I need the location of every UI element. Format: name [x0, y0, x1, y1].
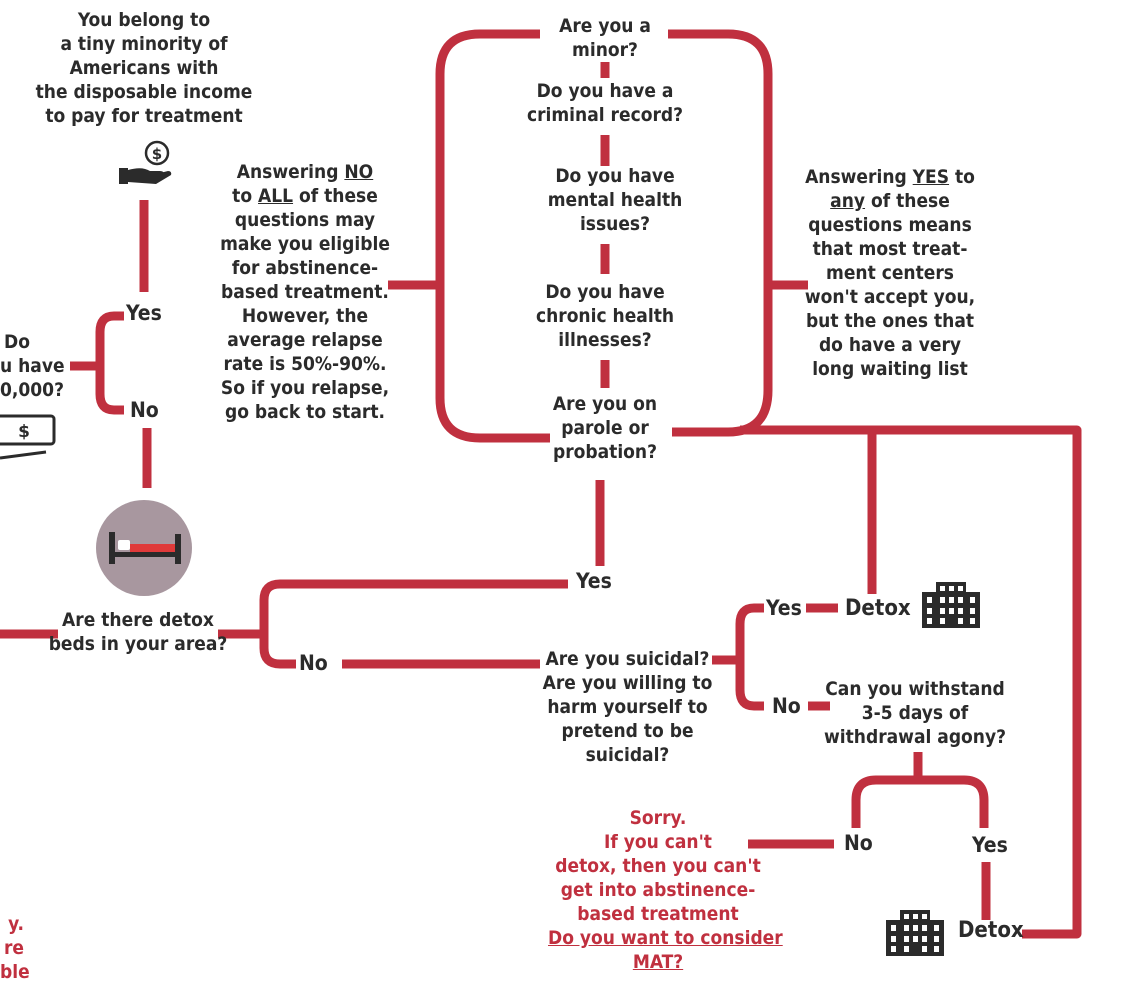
no-label-detox-beds: No	[299, 651, 328, 675]
no-label-suicidal: No	[772, 694, 801, 718]
consider-mat-link: Do you want to consider	[548, 927, 783, 949]
any-emphasis: any	[830, 190, 866, 212]
svg-text:$: $	[152, 145, 162, 163]
no-emphasis: NO	[344, 161, 374, 183]
connector-to-yes	[259, 579, 568, 669]
money-hand-icon: $	[119, 140, 172, 184]
hospital-icon	[922, 582, 980, 628]
connector-yes-no-bracket	[95, 311, 124, 415]
suicidal-question: Are you suicidal? Are you willing to har…	[542, 648, 713, 766]
hospital-icon	[886, 910, 944, 956]
bed-icon	[96, 500, 192, 596]
bracket-left	[435, 29, 550, 443]
yes-money-label: Yes	[126, 301, 162, 325]
withdrawal-question: Can you withstand 3-5 days of withdrawal…	[823, 678, 1007, 748]
yes-emphasis: YES	[912, 166, 950, 188]
no-money-label: No	[130, 398, 159, 422]
sorry-text: Sorry. If you can't detox, then you can'…	[548, 807, 783, 973]
no-label-withdrawal: No	[844, 831, 873, 855]
cash-icon: $	[0, 414, 56, 460]
all-emphasis: ALL	[258, 185, 294, 207]
yes-label-suicidal: Yes	[766, 596, 802, 620]
bottom-left-fragment: y. re ble	[0, 913, 30, 983]
answer-no-text: Answering NO to ALL of these questions m…	[220, 161, 390, 423]
connector-suicidal-bracket	[735, 603, 764, 711]
yes-label-detox-beds: Yes	[576, 569, 612, 593]
connector-right-trunk	[740, 425, 1082, 939]
detox-label-bottom: Detox	[958, 918, 1024, 943]
answer-yes-text: Answering YES to any of these questions …	[804, 166, 976, 380]
connector-withstand-branch	[851, 775, 989, 828]
detox-label-top: Detox	[845, 596, 911, 621]
income-text: You belong to a tiny minority of America…	[35, 9, 253, 127]
have-money-question: Do u have 0,000?	[0, 331, 65, 401]
svg-text:$: $	[18, 422, 30, 442]
yes-label-withdrawal: Yes	[972, 833, 1008, 857]
